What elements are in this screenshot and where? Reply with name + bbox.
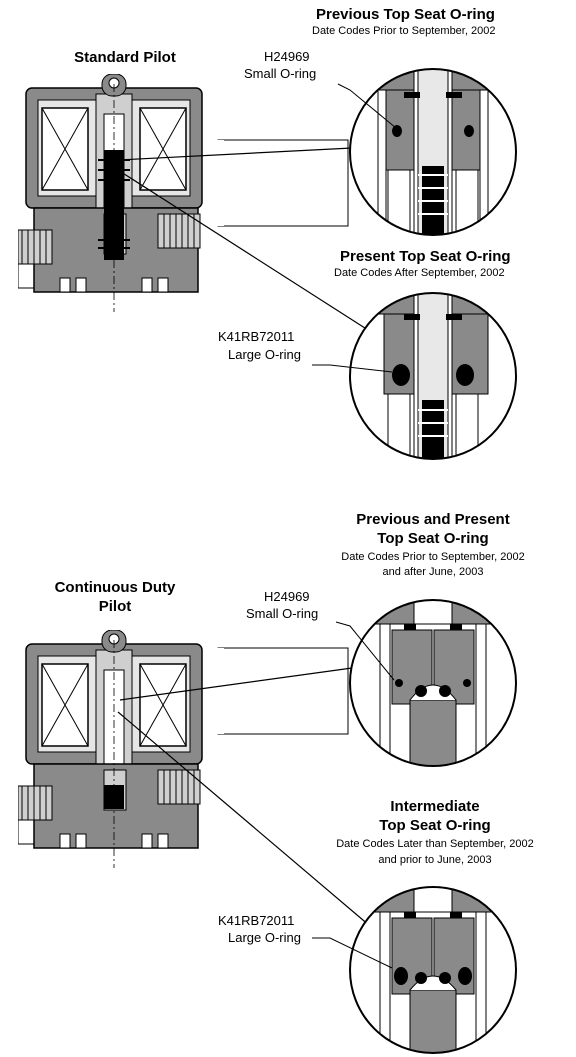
standard-pilot-title: Standard Pilot xyxy=(74,49,176,66)
small-o-ring-part-number: H24969 xyxy=(264,49,310,64)
continuous-duty-pilot-title-line2: Pilot xyxy=(98,598,132,615)
standard-pilot-drawing xyxy=(18,74,349,313)
leader-line xyxy=(117,147,353,161)
small-o-ring-part-number: H24969 xyxy=(264,589,310,604)
callout-line xyxy=(335,621,395,681)
previous-top-seat-title: Previous Top Seat O-ring xyxy=(316,6,495,23)
continuous-duty-pilot-drawing xyxy=(18,630,349,869)
large-o-ring-part-number: K41RB72011 xyxy=(218,329,295,344)
intermediate-subtitle-line1: Date Codes Later than September, 2002 xyxy=(336,838,534,850)
small-o-ring-label: Small O-ring xyxy=(246,606,319,621)
magnifier-intermediate-top-seat xyxy=(349,886,517,1054)
callout-line xyxy=(337,83,397,129)
present-top-seat-subtitle: Date Codes After September, 2002 xyxy=(334,267,505,279)
callout-line xyxy=(312,364,393,373)
large-o-ring-label: Large O-ring xyxy=(228,930,301,945)
leader-line xyxy=(117,711,371,927)
previous-top-seat-subtitle: Date Codes Prior to September, 2002 xyxy=(312,25,496,37)
intermediate-subtitle-line2: and prior to June, 2003 xyxy=(378,854,492,866)
previous-present-subtitle-line1: Date Codes Prior to September, 2002 xyxy=(341,551,525,563)
present-top-seat-title: Present Top Seat O-ring xyxy=(340,248,511,265)
previous-present-title-line2: Top Seat O-ring xyxy=(377,530,489,547)
previous-present-title-line1: Previous and Present xyxy=(356,511,510,528)
large-o-ring-label: Large O-ring xyxy=(228,347,301,362)
magnifier-present-top-seat xyxy=(349,292,517,460)
magnifier-previous-top-seat xyxy=(349,68,517,236)
intermediate-title-line2: Top Seat O-ring xyxy=(379,817,491,834)
leader-line xyxy=(119,667,353,701)
magnifier-previous-and-present-top-seat xyxy=(349,599,517,767)
small-o-ring-label: Small O-ring xyxy=(244,66,317,81)
continuous-duty-pilot-title-line1: Continuous Duty xyxy=(54,579,176,596)
previous-present-subtitle-line2: and after June, 2003 xyxy=(382,566,484,578)
leader-line xyxy=(117,169,369,331)
callout-line xyxy=(312,937,393,969)
large-o-ring-part-number: K41RB72011 xyxy=(218,913,295,928)
intermediate-title-line1: Intermediate xyxy=(390,798,480,815)
